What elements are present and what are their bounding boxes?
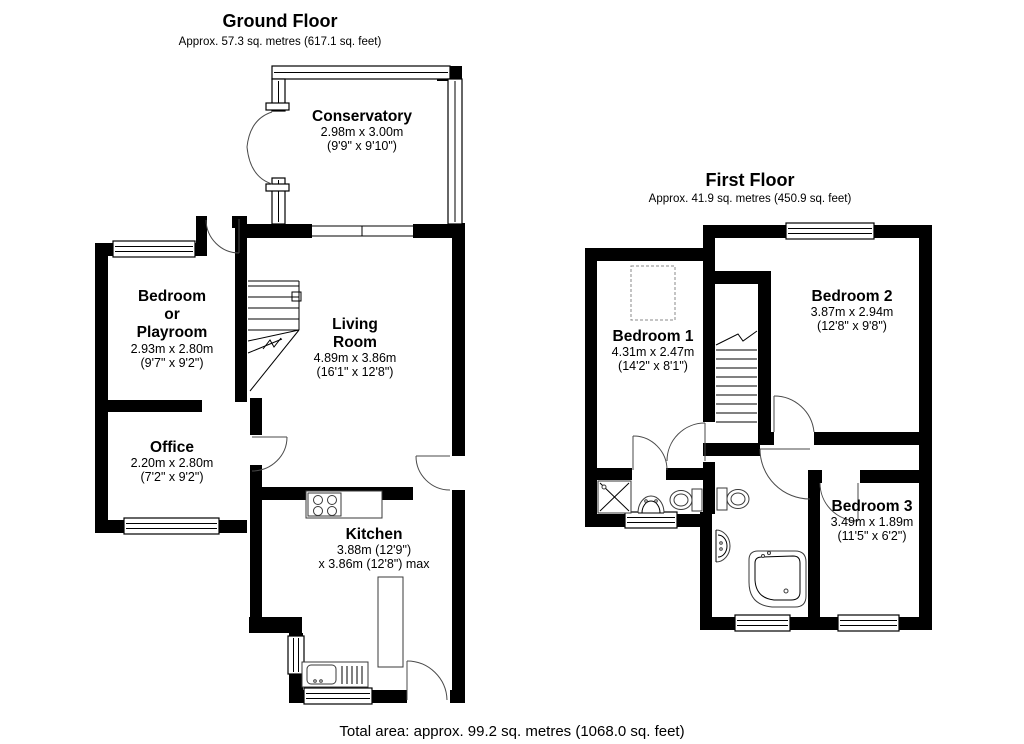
room-dims-line1: 3.88m (12'9") [337, 543, 411, 557]
shower-room-sink-icon [637, 495, 665, 514]
room-name: Bedroom 2 [812, 288, 893, 305]
kitchen-counter-side [377, 576, 404, 668]
room-dims-metric: 4.31m x 2.47m [612, 345, 695, 359]
ground-floor-windows [112, 240, 373, 705]
ground-floor-walls [95, 66, 465, 703]
room-name: Office [150, 439, 194, 456]
first-floor-doors [632, 395, 859, 522]
kitchen-door [406, 660, 448, 701]
room-dims-imperial: (7'2" x 9'2") [141, 470, 204, 484]
restricted-area-outline [630, 265, 676, 321]
back-door [415, 455, 451, 491]
room-dims-imperial: (11'5" x 6'2") [837, 529, 906, 543]
front-door [205, 219, 240, 254]
first-floor-plan: First Floor Approx. 41.9 sq. metres (450… [585, 170, 932, 632]
ground-floor-subtitle: Approx. 57.3 sq. metres (617.1 sq. feet) [179, 36, 382, 48]
ground-floor-doors [205, 219, 451, 701]
bedroom2-window [785, 222, 875, 240]
bathroom-sink-icon [715, 529, 731, 563]
room-name: Kitchen [346, 526, 403, 543]
shower-room-fixtures [597, 480, 703, 514]
conservatory-opening [312, 225, 413, 237]
room-dims-line2: x 3.86m (12'8") max [318, 557, 430, 571]
room-name: Conservatory [312, 108, 412, 125]
bedroom3-label: Bedroom 3 3.49m x 1.89m (11'5" x 6'2") [831, 498, 914, 543]
bedroom1-label: Bedroom 1 4.31m x 2.47m (14'2" x 8'1") [612, 328, 695, 373]
shower-room-door [632, 435, 668, 471]
bedroom-playroom-label: Bedroom or Playroom 2.93m x 2.80m (9'7" … [131, 288, 214, 370]
bedroom3-window [837, 614, 900, 632]
hob-icon [307, 492, 342, 517]
kitchen-sink-icon [301, 661, 369, 688]
staircase-first [715, 330, 758, 423]
staircase-ground [247, 280, 302, 392]
room-name-line3: Playroom [137, 324, 208, 341]
conservatory-french-doors [246, 111, 273, 185]
living-room-label: Living Room 4.89m x 3.86m (16'1" x 12'8"… [314, 316, 397, 379]
room-name: Bedroom 1 [613, 328, 694, 345]
bedroom2-label: Bedroom 2 3.87m x 2.94m (12'8" x 9'8") [811, 288, 894, 333]
room-dims-metric: 4.89m x 3.86m [314, 351, 397, 365]
corner-bath-icon [748, 550, 807, 608]
room-dims-metric: 3.87m x 2.94m [811, 305, 894, 319]
room-dims-metric: 2.20m x 2.80m [131, 456, 214, 470]
office-window [123, 517, 220, 535]
first-floor-subtitle: Approx. 41.9 sq. metres (450.9 sq. feet) [649, 193, 852, 205]
bedroom3-door [819, 482, 859, 522]
bathroom-door [759, 448, 811, 500]
room-name-line2: or [164, 306, 180, 323]
bathroom-fixtures [715, 487, 807, 608]
conservatory-label: Conservatory 2.98m x 3.00m (9'9" x 9'10"… [312, 108, 412, 153]
room-dims-imperial: (9'7" x 9'2") [141, 356, 204, 370]
room-name: Bedroom 3 [832, 498, 913, 515]
kitchen-window-bottom [303, 687, 373, 705]
office-door [251, 436, 288, 472]
bedroom1-door [666, 422, 706, 462]
office-label: Office 2.20m x 2.80m (7'2" x 9'2") [131, 439, 214, 484]
room-name-line2: Room [333, 334, 377, 351]
room-dims-imperial: (12'8" x 9'8") [817, 319, 887, 333]
room-dims-imperial: (14'2" x 8'1") [618, 359, 688, 373]
total-area-text: Total area: approx. 99.2 sq. metres (106… [339, 723, 684, 740]
first-floor-title: First Floor [706, 170, 795, 190]
conservatory-glazing [246, 65, 463, 237]
room-dims-imperial: (16'1" x 12'8") [317, 365, 394, 379]
kitchen-window-side [287, 635, 305, 675]
first-floor-windows [624, 222, 900, 632]
shower-icon [597, 480, 632, 514]
bathroom-toilet-icon [716, 487, 750, 511]
ground-floor-plan: Ground Floor Approx. 57.3 sq. metres (61… [95, 11, 465, 705]
room-dims-metric: 2.93m x 2.80m [131, 342, 214, 356]
room-dims-imperial: (9'9" x 9'10") [327, 139, 397, 153]
shower-room-window [624, 511, 678, 529]
shower-room-toilet-icon [669, 488, 703, 512]
bathroom-window [734, 614, 791, 632]
room-name-line1: Living [332, 316, 378, 333]
ground-floor-title: Ground Floor [223, 11, 338, 31]
kitchen-fixtures [301, 490, 404, 688]
kitchen-label: Kitchen 3.88m (12'9") x 3.86m (12'8") ma… [318, 526, 430, 571]
bedroom-playroom-window [112, 240, 196, 258]
room-name-line1: Bedroom [138, 288, 206, 305]
room-dims-metric: 3.49m x 1.89m [831, 515, 914, 529]
bedroom2-door [773, 395, 815, 433]
room-dims-metric: 2.98m x 3.00m [321, 125, 404, 139]
